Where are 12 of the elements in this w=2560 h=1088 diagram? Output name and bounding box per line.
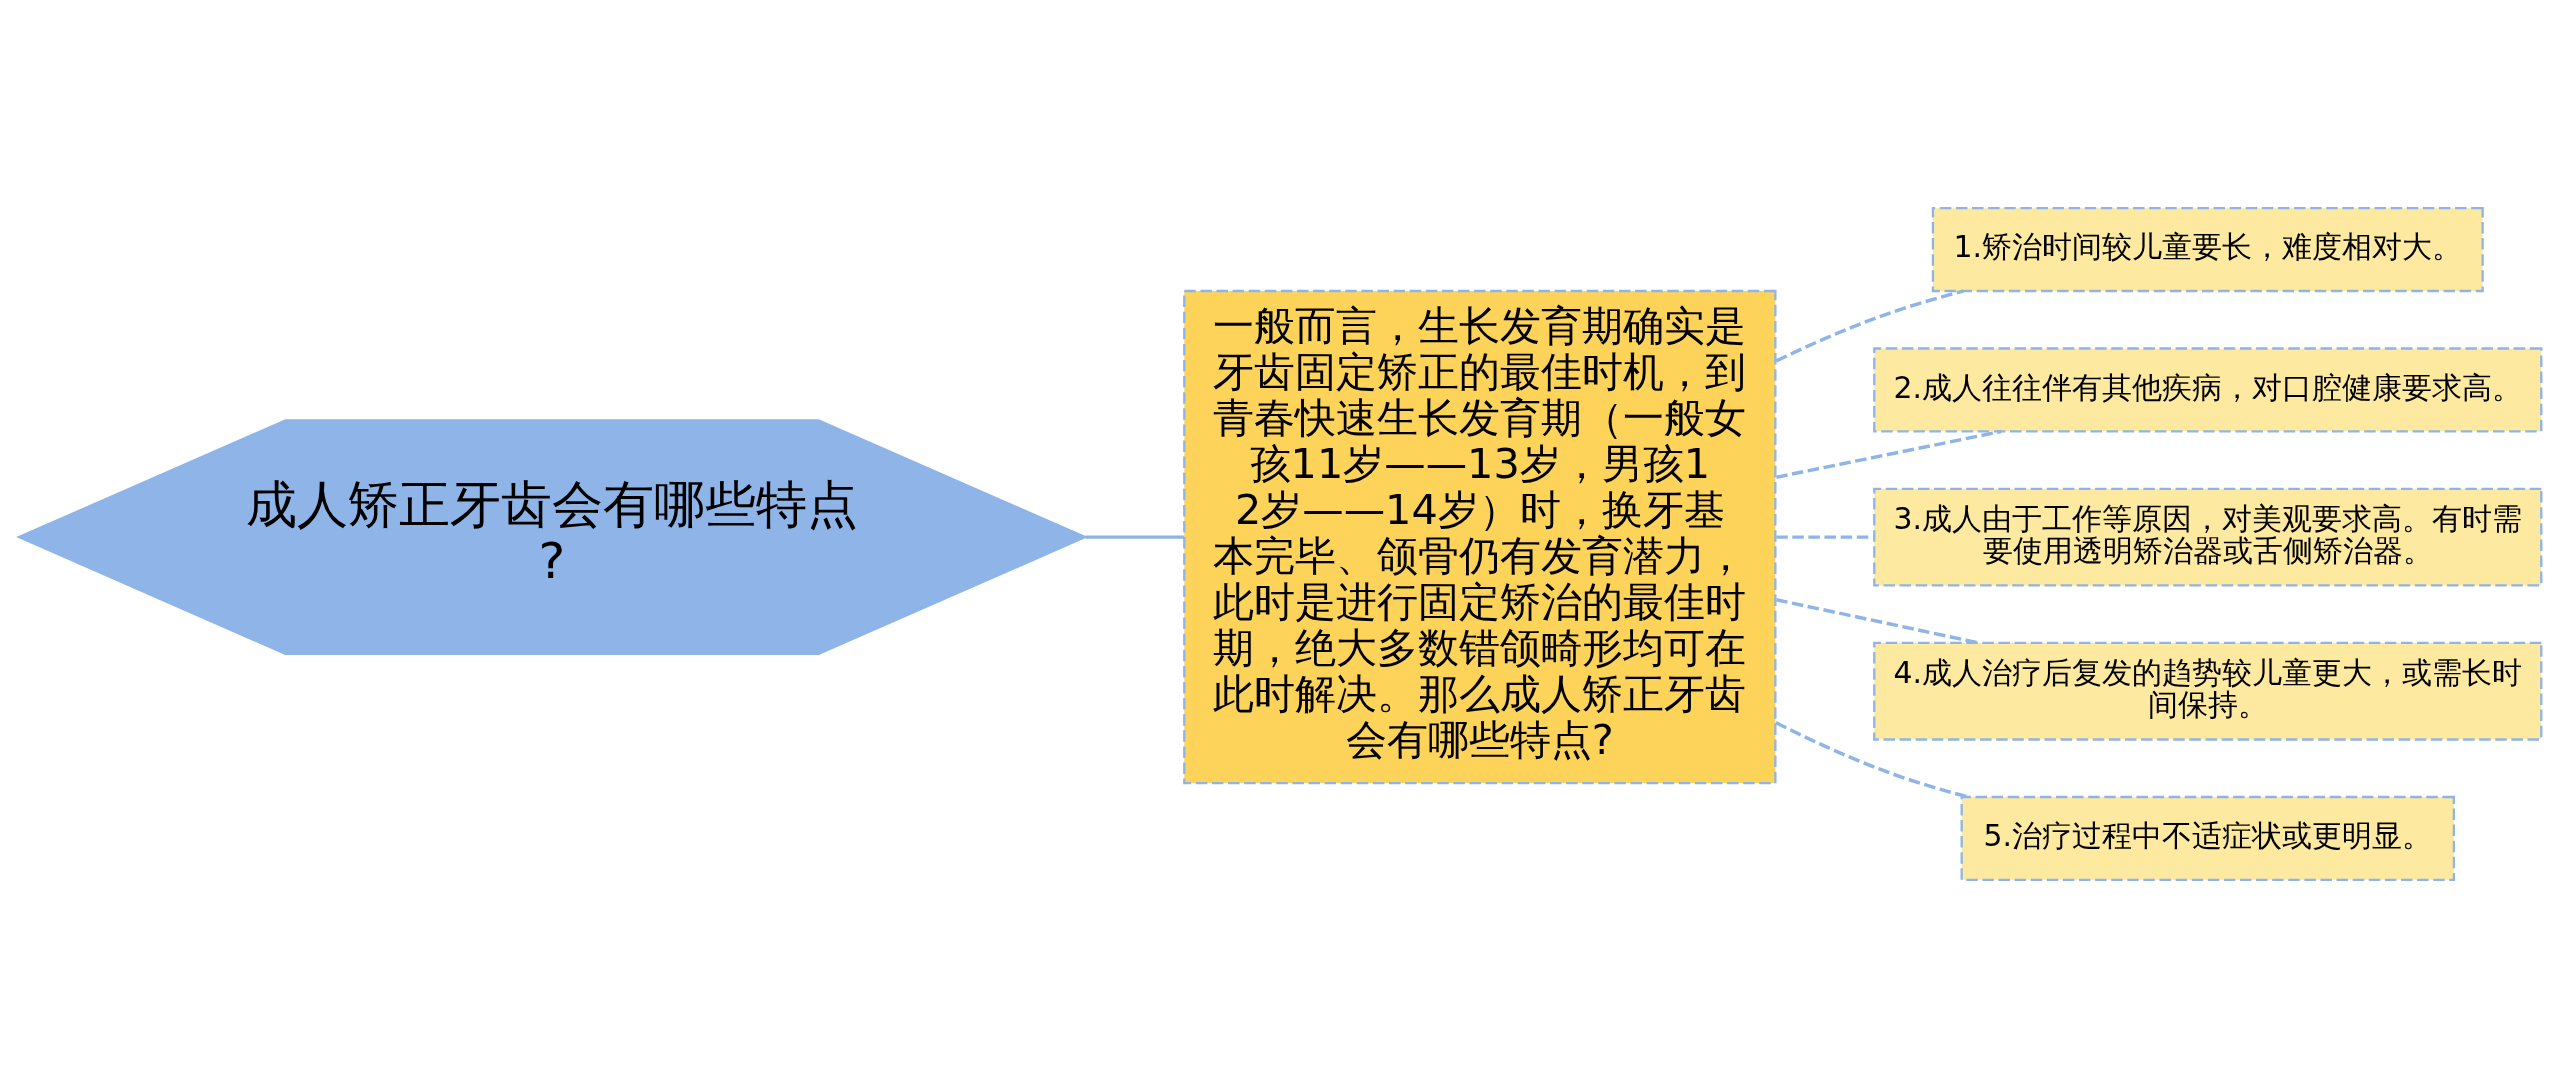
connector xyxy=(1775,721,1968,799)
node-box: 4.成人治疗后复发的趋势较儿童更大，或需长时间保持。 xyxy=(1873,641,2543,741)
connector xyxy=(1776,535,1874,539)
connector xyxy=(1776,429,2002,479)
node-box: 2.成人往往伴有其他疾病，对口腔健康要求高。 xyxy=(1873,347,2543,433)
node-box: 5.治疗过程中不适症状或更明显。 xyxy=(1960,795,2456,881)
node-box: 1.矫治时间较儿童要长，难度相对大。 xyxy=(1931,207,2484,293)
connector xyxy=(1085,535,1185,539)
node-box: 3.成人由于工作等原因，对美观要求高。有时需要使用透明矫治器或舌侧矫治器。 xyxy=(1873,487,2543,587)
connector xyxy=(1776,598,1979,645)
node-box: 一般而言，生长发育期确实是牙齿固定矫正的最佳时机，到青春快速生长发育期（一般女孩11岁——13岁，男孩12岁——14岁）时，换牙基本完毕、颌骨仍有发育潜力，此时是进行固定矫治的最佳时期，绝大多数错颌畸形均可在此时解决。那么成人矫正牙齿会有哪些特点? xyxy=(1183,289,1777,785)
connector xyxy=(1775,289,1964,363)
